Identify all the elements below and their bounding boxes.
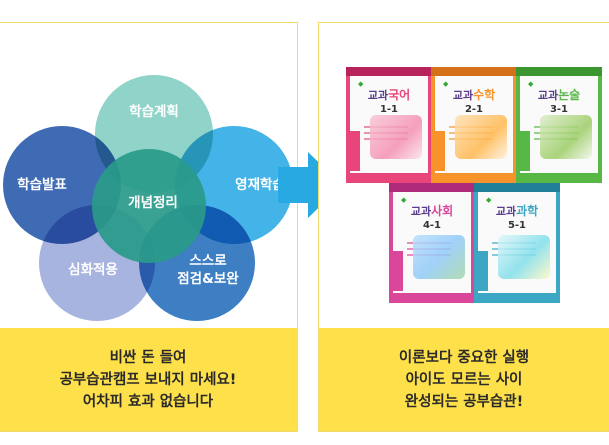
circle-bottom-left-label: 심화적용: [68, 262, 118, 278]
book-illustration: [498, 235, 550, 279]
book-title-prefix: 교과: [537, 89, 559, 102]
book-grade: 3-1: [549, 104, 569, 115]
book-illustration: [540, 115, 592, 159]
book-title: 교과수학: [435, 86, 513, 103]
right-caption-line2: 아이도 모르는 사이: [405, 371, 523, 388]
book-korean: ◆ 교과국어 1-1: [346, 67, 432, 183]
circle-right-label: 영재학습: [235, 177, 285, 193]
circle-bottom-right-line2: 점검&보완: [177, 271, 239, 287]
book-grade-strip: [516, 131, 530, 171]
book-title: 교과사회: [393, 202, 471, 219]
book-title-prefix: 교과: [495, 205, 517, 218]
book-title-subject: 국어: [388, 88, 411, 102]
book-title-subject: 과학: [516, 204, 539, 218]
book-logo-icon: ◆: [358, 80, 364, 88]
book-title-prefix: 교과: [452, 89, 474, 102]
book-illustration: [455, 115, 507, 159]
right-caption: 이론보다 중요한 실행 아이도 모르는 사이 완성되는 공부습관!: [319, 328, 609, 431]
book-grade-strip: [474, 251, 488, 291]
book-title-subject: 논술: [558, 88, 581, 102]
book-grade-strip: [346, 131, 360, 171]
circle-top-label: 학습계획: [129, 104, 179, 120]
book-essay: ◆ 교과논술 3-1: [516, 67, 602, 183]
left-panel: 학습계획 학습발표 영재학습 심화적용 스스로 점검&보완 개념정리 비싼 돈 …: [0, 22, 298, 432]
book-logo-icon: ◆: [401, 196, 407, 204]
book-title-subject: 사회: [431, 204, 454, 218]
circle-center-label: 개념정리: [128, 195, 178, 211]
book-grade-strip: [389, 251, 403, 291]
book-title: 교과논술: [520, 86, 598, 103]
book-title-prefix: 교과: [410, 205, 432, 218]
right-caption-line1: 이론보다 중요한 실행: [398, 349, 530, 366]
book-title: 교과국어: [350, 86, 428, 103]
book-logo-icon: ◆: [528, 80, 534, 88]
left-caption-line3: 어차피 효과 없습니다: [82, 393, 214, 410]
book-science: ◆ 교과과학 5-1: [474, 183, 560, 303]
left-caption-line2: 공부습관캠프 보내지 마세요!: [59, 371, 237, 388]
circle-bottom-right-line1: 스스로: [189, 253, 227, 269]
book-grade: 2-1: [464, 104, 484, 115]
book-illustration: [413, 235, 465, 279]
book-logo-icon: ◆: [443, 80, 449, 88]
book-illustration: [370, 115, 422, 159]
book-grade: 4-1: [422, 220, 442, 231]
circle-left-label: 학습발표: [17, 177, 67, 193]
circle-center: 개념정리: [92, 149, 206, 263]
book-math: ◆ 교과수학 2-1: [431, 67, 517, 183]
book-society: ◆ 교과사회 4-1: [389, 183, 475, 303]
book-title-subject: 수학: [473, 88, 496, 102]
book-grade: 5-1: [507, 220, 527, 231]
book-logo-icon: ◆: [486, 196, 492, 204]
left-caption-line1: 비싼 돈 들여: [109, 349, 187, 366]
left-caption: 비싼 돈 들여 공부습관캠프 보내지 마세요! 어차피 효과 없습니다: [0, 328, 297, 431]
right-panel: ◆ 교과국어 1-1 ◆ 교과수학 2-1: [318, 22, 609, 432]
book-title: 교과과학: [478, 202, 556, 219]
book-grade-strip: [431, 131, 445, 171]
circle-bottom-right-text: 스스로 점검&보완: [177, 252, 238, 288]
book-title-prefix: 교과: [367, 89, 389, 102]
book-grade: 1-1: [379, 104, 399, 115]
arrow-right-icon: [278, 152, 342, 218]
right-caption-line3: 완성되는 공부습관!: [404, 393, 524, 410]
